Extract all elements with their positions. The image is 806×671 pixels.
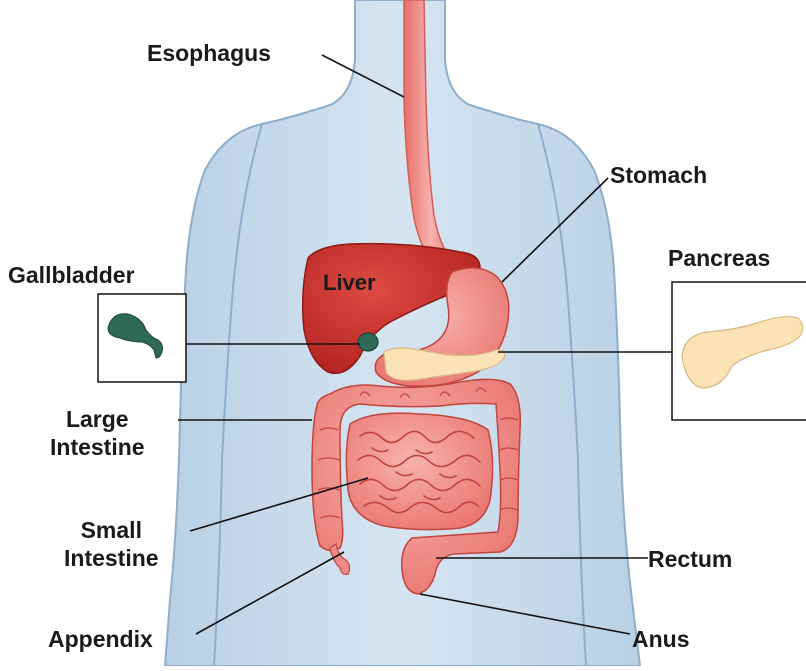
label-pancreas: Pancreas: [668, 244, 770, 272]
label-liver: Liver: [323, 270, 376, 296]
label-appendix: Appendix: [48, 625, 153, 653]
small-intestine-organ: [346, 413, 492, 529]
gallbladder-organ: [358, 333, 378, 351]
label-large-intestine-line2: Intestine: [50, 433, 145, 461]
label-small-intestine-line1: Small: [64, 516, 159, 544]
label-small-intestine-line2: Intestine: [64, 544, 159, 572]
label-rectum: Rectum: [648, 545, 732, 573]
label-large-intestine-line1: Large: [50, 405, 145, 433]
label-small-intestine: Small Intestine: [64, 516, 159, 572]
label-large-intestine: Large Intestine: [50, 405, 145, 461]
label-esophagus: Esophagus: [147, 39, 271, 67]
label-gallbladder: Gallbladder: [8, 261, 135, 289]
label-stomach: Stomach: [610, 161, 707, 189]
label-anus: Anus: [632, 625, 690, 653]
